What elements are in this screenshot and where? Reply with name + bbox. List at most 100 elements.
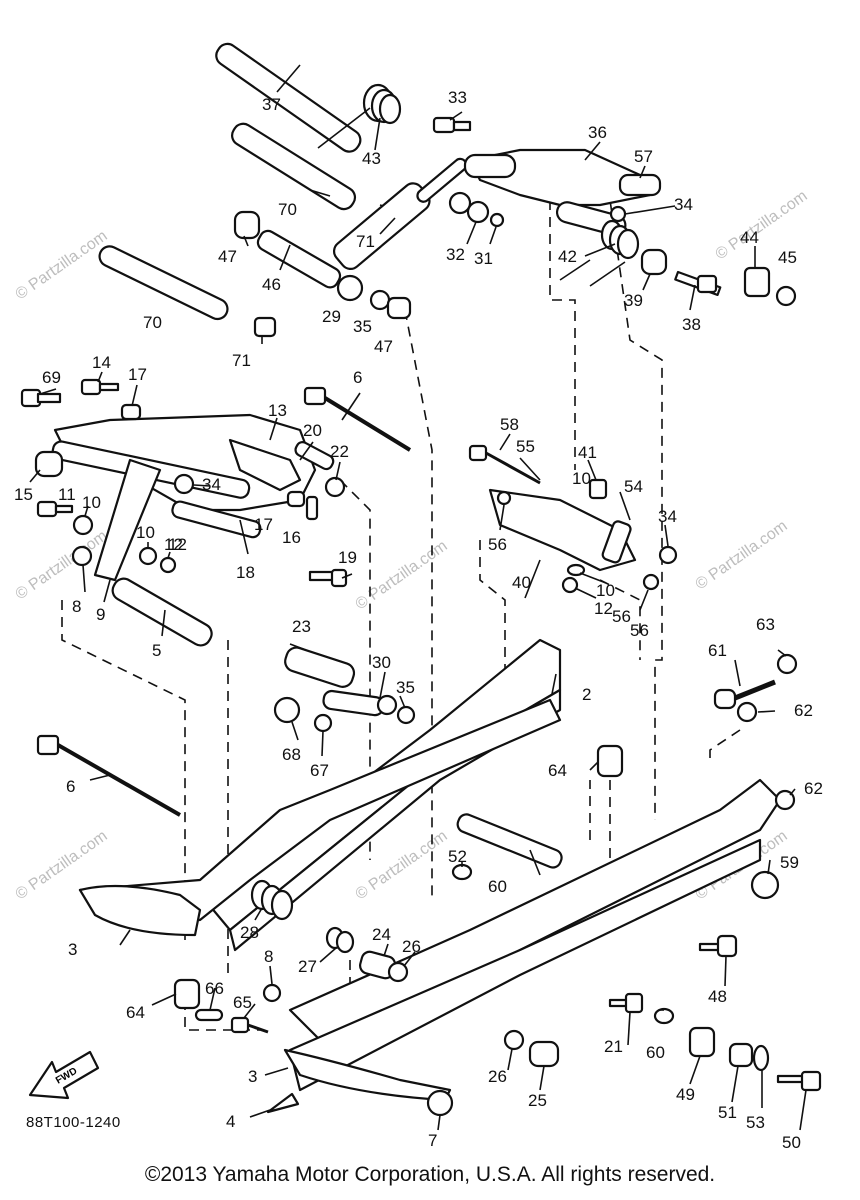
clip-17-upper bbox=[120, 403, 142, 421]
callout: 51 bbox=[718, 1103, 737, 1122]
callout: 67 bbox=[310, 761, 329, 780]
callout: 35 bbox=[396, 678, 415, 697]
collar-51 bbox=[728, 1042, 754, 1068]
nut-12-front bbox=[159, 556, 177, 574]
callout: 58 bbox=[500, 415, 519, 434]
callout: 17 bbox=[128, 365, 147, 384]
collar-68 bbox=[273, 696, 301, 724]
shock-absorber-29 bbox=[332, 157, 472, 302]
callout: 47 bbox=[218, 247, 237, 266]
collar-34-rear-lower bbox=[658, 545, 678, 565]
callout: 44 bbox=[740, 228, 759, 247]
callout: 18 bbox=[236, 563, 255, 582]
collar-26-lower bbox=[503, 1029, 525, 1051]
callout: 21 bbox=[604, 1037, 623, 1056]
callout: 46 bbox=[262, 275, 281, 294]
shaft-46 bbox=[256, 229, 342, 289]
washer-10-rear bbox=[566, 563, 586, 577]
callout: 50 bbox=[782, 1133, 801, 1152]
nut-31 bbox=[489, 212, 505, 228]
callout: 10 bbox=[572, 469, 591, 488]
washer-10-b bbox=[138, 546, 158, 566]
parts-diagram: © Partzilla.com © Partzilla.com © Partzi… bbox=[13, 42, 823, 1152]
watermark: © Partzilla.com bbox=[693, 518, 791, 594]
callout: 17 bbox=[254, 515, 273, 534]
callout: 66 bbox=[205, 979, 224, 998]
callout: 64 bbox=[548, 761, 567, 780]
callout: 34 bbox=[674, 195, 693, 214]
watermark: © Partzilla.com bbox=[13, 528, 111, 604]
callout: 71 bbox=[356, 232, 375, 251]
callout: 12 bbox=[164, 535, 183, 554]
nut-12-rear bbox=[561, 576, 579, 594]
bolt-65 bbox=[230, 1016, 269, 1034]
callout: 48 bbox=[708, 987, 727, 1006]
bolt-33 bbox=[432, 116, 472, 134]
collar-67 bbox=[313, 713, 333, 733]
bolt-14 bbox=[80, 378, 120, 396]
bolt-21 bbox=[608, 992, 644, 1014]
slide-rail-right bbox=[288, 778, 782, 1092]
link-30 bbox=[322, 689, 398, 717]
callout: 10 bbox=[136, 523, 155, 542]
washer-53 bbox=[752, 1044, 770, 1072]
callout: 3 bbox=[248, 1067, 257, 1086]
bracket-40 bbox=[488, 488, 637, 572]
callout: 64 bbox=[126, 1003, 145, 1022]
bolt-48 bbox=[698, 934, 738, 958]
collar-56-left bbox=[496, 490, 512, 506]
bolt-61 bbox=[713, 679, 776, 710]
callouts: 37 43 33 36 57 70 34 71 47 46 32 31 42 4… bbox=[14, 88, 823, 1152]
callout: 5 bbox=[152, 641, 161, 660]
runner-3-upper bbox=[78, 884, 202, 937]
bolt-71-lower bbox=[253, 316, 277, 338]
collar-35-front bbox=[396, 705, 416, 725]
callout: 6 bbox=[353, 368, 362, 387]
callout: 10 bbox=[596, 581, 615, 600]
collar-47-lower bbox=[386, 296, 412, 320]
screw-4 bbox=[266, 1092, 300, 1114]
bolt-19 bbox=[308, 568, 348, 588]
block-64-upper bbox=[596, 744, 624, 778]
tube-23 bbox=[284, 646, 356, 688]
spring-42 bbox=[600, 219, 640, 260]
callout: 26 bbox=[488, 1067, 507, 1086]
callout: 71 bbox=[232, 351, 251, 370]
cross-shaft-60 bbox=[456, 813, 563, 869]
runner-3-lower bbox=[283, 1048, 452, 1102]
washer-10-a bbox=[72, 514, 94, 536]
block-64-lower bbox=[173, 978, 201, 1010]
washer-62-lower bbox=[774, 789, 796, 811]
callout: 22 bbox=[330, 442, 349, 461]
callout: 12 bbox=[594, 599, 613, 618]
callout: 42 bbox=[558, 247, 577, 266]
callout: 15 bbox=[14, 485, 33, 504]
callout: 16 bbox=[282, 528, 301, 547]
link-9 bbox=[93, 458, 162, 582]
callout: 40 bbox=[512, 573, 531, 592]
clip-66 bbox=[194, 1008, 224, 1022]
shaft-70-lower bbox=[98, 245, 229, 321]
callout: 70 bbox=[278, 200, 297, 219]
callout: 49 bbox=[676, 1085, 695, 1104]
callout: 60 bbox=[646, 1043, 665, 1062]
bolt-69 bbox=[20, 388, 62, 408]
cap-15 bbox=[34, 450, 64, 478]
bolt-58 bbox=[468, 444, 541, 485]
callout: 24 bbox=[372, 925, 391, 944]
callout: 20 bbox=[303, 421, 322, 440]
callout: 56 bbox=[630, 621, 649, 640]
collar-8-lower bbox=[262, 983, 282, 1003]
shaft-5 bbox=[111, 577, 213, 647]
callout: 13 bbox=[268, 401, 287, 420]
nut-45 bbox=[775, 285, 797, 307]
collar-34-rear bbox=[609, 205, 627, 223]
callout: 8 bbox=[264, 947, 273, 966]
callout: 56 bbox=[612, 607, 631, 626]
shaft-70-upper bbox=[231, 122, 357, 211]
collar-52-left bbox=[451, 863, 473, 881]
collar-39 bbox=[640, 248, 668, 276]
callout: 61 bbox=[708, 641, 727, 660]
callout: 34 bbox=[658, 507, 677, 526]
callout: 32 bbox=[446, 245, 465, 264]
